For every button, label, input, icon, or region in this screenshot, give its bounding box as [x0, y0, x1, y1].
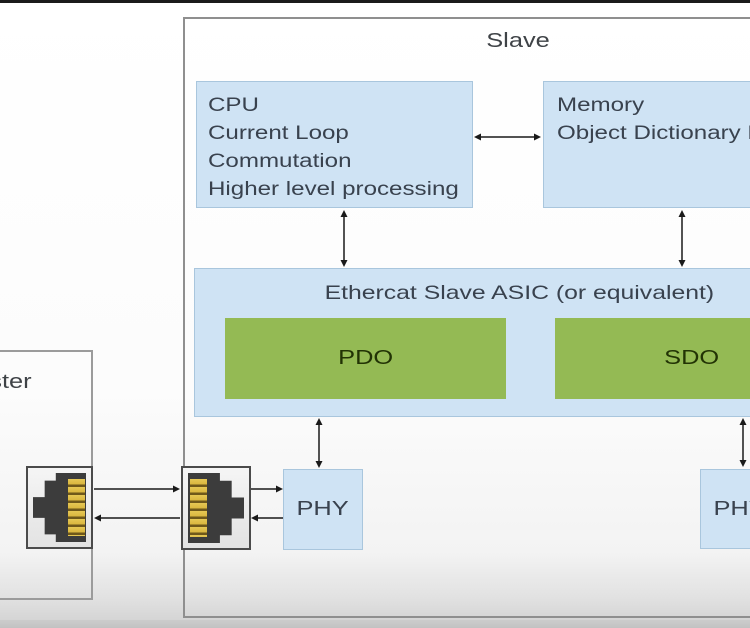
- memory-box: Memory Object Dictionary E: [543, 81, 750, 208]
- cpu-box-text: CPU Current Loop Commutation Higher leve…: [197, 82, 472, 204]
- cpu-line: Commutation: [208, 151, 352, 172]
- rj45-connector-icon: [181, 466, 251, 550]
- asic-title-text: Ethercat Slave ASIC (or equivalent): [324, 282, 714, 304]
- cpu-line: Current Loop: [208, 123, 349, 144]
- letterbox-bottom-bar: [0, 620, 750, 628]
- phy-right-label: PHY: [713, 497, 750, 520]
- master-label: Master: [0, 371, 32, 393]
- phy-left-label: PHY: [296, 498, 350, 520]
- memory-line: Object Dictionary E: [557, 123, 750, 144]
- wire-master-to-slave: [94, 485, 180, 493]
- cpu-line: Higher level processing: [208, 179, 459, 200]
- phy-right-box: PHY: [700, 469, 750, 549]
- letterbox-top-bar: [0, 0, 750, 3]
- memory-line: Memory: [557, 95, 645, 116]
- sdo-box: SDO: [555, 318, 750, 399]
- phy-left-box: PHY: [283, 469, 363, 550]
- pdo-label: PDO: [337, 347, 394, 369]
- cpu-box: CPU Current Loop Commutation Higher leve…: [196, 81, 473, 208]
- pdo-box: PDO: [225, 318, 506, 399]
- slave-label: Slave: [183, 30, 750, 52]
- master-label-text: Master: [0, 371, 32, 393]
- rj45-gold-pins: [189, 479, 207, 537]
- asic-title: Ethercat Slave ASIC (or equivalent): [195, 282, 750, 305]
- rj45-gold-pins: [68, 479, 85, 536]
- slave-box: [183, 17, 750, 618]
- memory-box-text: Memory Object Dictionary E: [544, 82, 750, 148]
- wire-slave-to-master: [94, 514, 180, 522]
- sdo-label: SDO: [663, 347, 720, 369]
- slave-label-text: Slave: [486, 30, 550, 52]
- rj45-connector-icon: [26, 466, 93, 549]
- cpu-line: CPU: [208, 95, 259, 116]
